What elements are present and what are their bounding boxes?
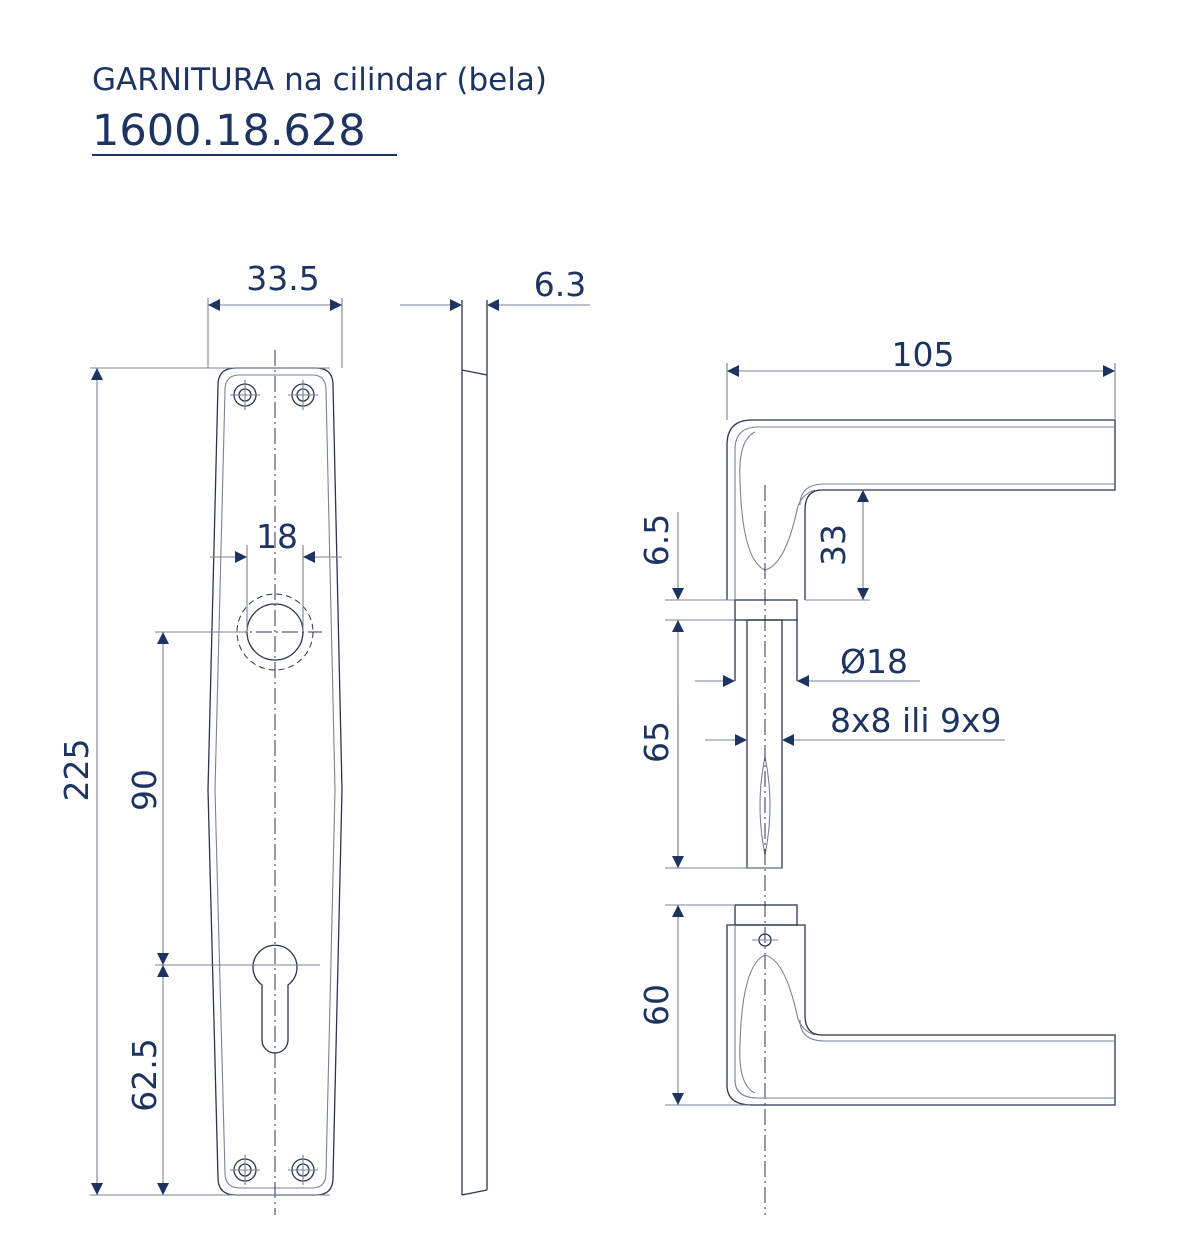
product-code: 1600.18.628 (92, 106, 366, 156)
dim-spindle-square: 8x8 ili 9x9 (830, 701, 1002, 740)
lower-lever-handle (726, 904, 1116, 1106)
left-dimensions: 33.5 6.3 225 90 62.5 18 (57, 259, 590, 1196)
dim-lever-height: 33 (814, 524, 853, 566)
dim-lower-handle-height: 60 (637, 984, 676, 1026)
cylinder-keyhole (252, 944, 298, 1054)
screw-hole-icon (230, 380, 318, 1185)
backplate-side-view (461, 300, 488, 1196)
drawing-title: GARNITURA na cilindar (bela) (92, 62, 547, 98)
dim-rose-diameter: Ø18 (840, 642, 908, 681)
right-dimensions: 105 33 6.5 65 Ø18 8x8 ili 9x9 60 (637, 335, 1116, 1106)
dim-cylinder-to-bottom: 62.5 (125, 1038, 164, 1111)
dim-plate-width: 33.5 (246, 259, 319, 298)
dim-spindle-to-cylinder: 90 (125, 769, 164, 811)
dim-rose-height: 6.5 (637, 514, 676, 566)
dim-spindle-length: 65 (637, 721, 676, 763)
dim-rose-diameter-top: 18 (256, 517, 298, 556)
upper-lever-handle (726, 419, 1116, 1215)
dim-lever-length: 105 (892, 335, 955, 374)
backplate-front-view (207, 350, 343, 1215)
dim-plate-thickness: 6.3 (534, 265, 586, 304)
dim-plate-height: 225 (57, 739, 96, 802)
